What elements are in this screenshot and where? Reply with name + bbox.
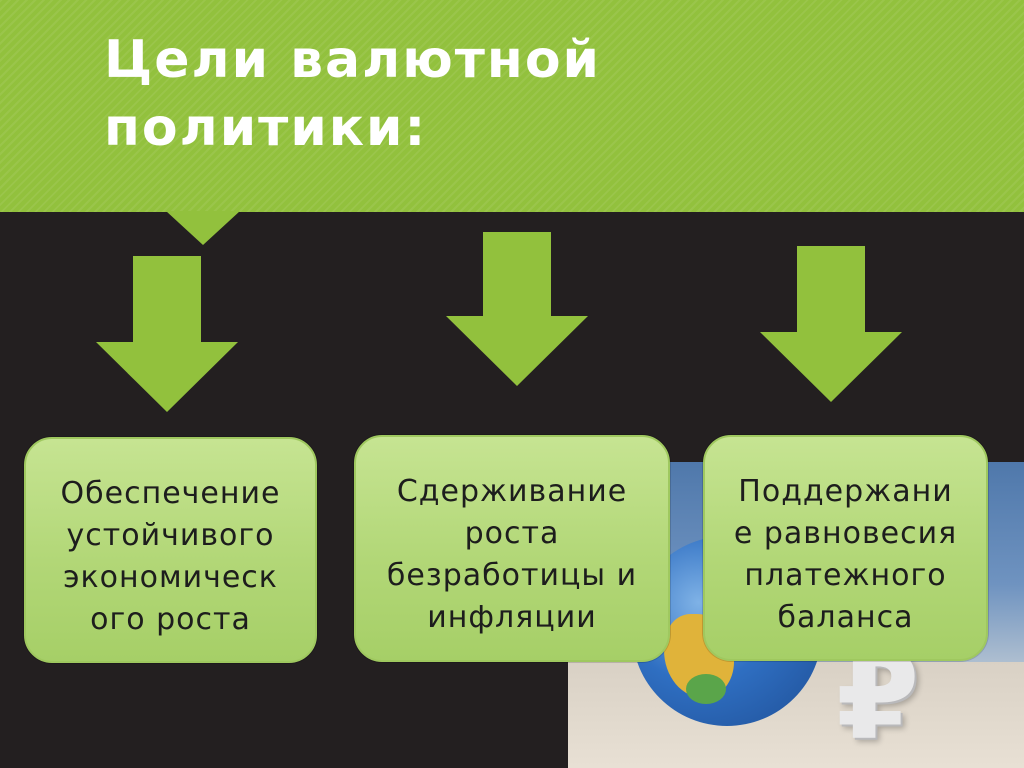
slide-title-line-2: политики: — [104, 98, 428, 158]
goal-box-label: Сдерживание роста безработицы и инфляции — [386, 474, 638, 635]
slide-title: Цели валютной политики: — [104, 26, 704, 162]
goal-box-label: Обеспечение устойчивого экономическ ого … — [60, 476, 281, 637]
goal-box-balance-of-payments: Поддержани е равновесия платежного балан… — [703, 435, 988, 661]
globe-land-shape — [686, 674, 726, 704]
header-band — [0, 0, 1024, 212]
header-pointer — [166, 211, 240, 245]
down-arrow-icon-1 — [96, 256, 238, 412]
goal-box-unemployment-inflation: Сдерживание роста безработицы и инфляции — [354, 435, 670, 662]
down-arrow-icon-2 — [446, 232, 588, 386]
down-arrow-icon-3 — [760, 246, 902, 402]
goal-box-label: Поддержани е равновесия платежного балан… — [733, 474, 958, 635]
goal-box-economic-growth: Обеспечение устойчивого экономическ ого … — [24, 437, 317, 663]
slide-title-line-1: Цели валютной — [104, 30, 601, 90]
